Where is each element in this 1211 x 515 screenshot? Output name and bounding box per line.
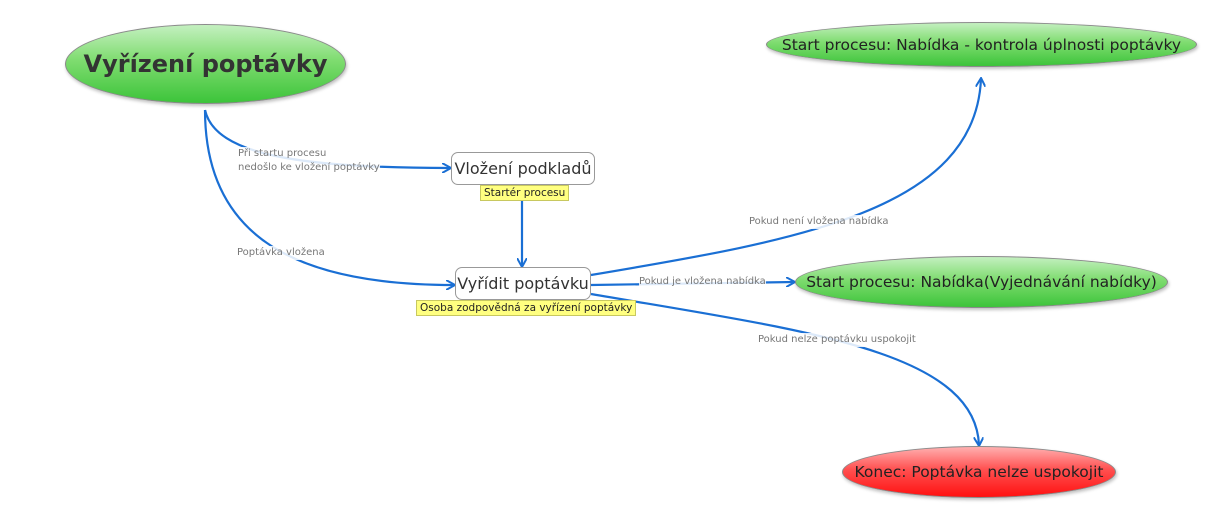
edge-to-end bbox=[590, 292, 979, 445]
edge-label-line: Při startu procesu bbox=[238, 148, 327, 159]
handle-request-note: Osoba zodpovědná za vyřízení poptávky bbox=[416, 300, 637, 316]
edge-label-inserted: Poptávka vložena bbox=[237, 246, 325, 260]
start-check-node[interactable]: Start procesu: Nabídka - kontrola úplnos… bbox=[766, 22, 1197, 67]
edge-label-not-inserted: Při startu procesu nedošlo ke vložení po… bbox=[238, 147, 380, 175]
root-node-label: Vyřízení poptávky bbox=[83, 50, 328, 78]
insert-docs-node[interactable]: Vložení podkladů bbox=[451, 152, 595, 185]
handle-request-label: Vyřídit poptávku bbox=[457, 274, 589, 293]
start-negotiation-label: Start procesu: Nabídka(Vyjednávání nabíd… bbox=[806, 273, 1157, 291]
end-label: Konec: Poptávka nelze uspokojit bbox=[854, 463, 1104, 481]
edge-label-offer-not-inserted: Pokud není vložena nabídka bbox=[749, 215, 889, 229]
handle-request-node[interactable]: Vyřídit poptávku bbox=[455, 267, 591, 300]
insert-docs-note: Startér procesu bbox=[480, 185, 570, 201]
start-check-label: Start procesu: Nabídka - kontrola úplnos… bbox=[781, 35, 1182, 54]
edge-to-start-check bbox=[590, 79, 981, 277]
edge-label-cannot-satisfy: Pokud nelze poptávku uspokojit bbox=[758, 333, 916, 347]
insert-docs-label: Vložení podkladů bbox=[454, 159, 592, 178]
end-node[interactable]: Konec: Poptávka nelze uspokojit bbox=[842, 446, 1116, 498]
edge-label-offer-inserted: Pokud je vložena nabídka bbox=[639, 275, 766, 289]
root-node[interactable]: Vyřízení poptávky bbox=[65, 24, 346, 104]
start-negotiation-node[interactable]: Start procesu: Nabídka(Vyjednávání nabíd… bbox=[795, 256, 1168, 308]
edge-label-line: nedošlo ke vložení poptávky bbox=[238, 162, 380, 173]
